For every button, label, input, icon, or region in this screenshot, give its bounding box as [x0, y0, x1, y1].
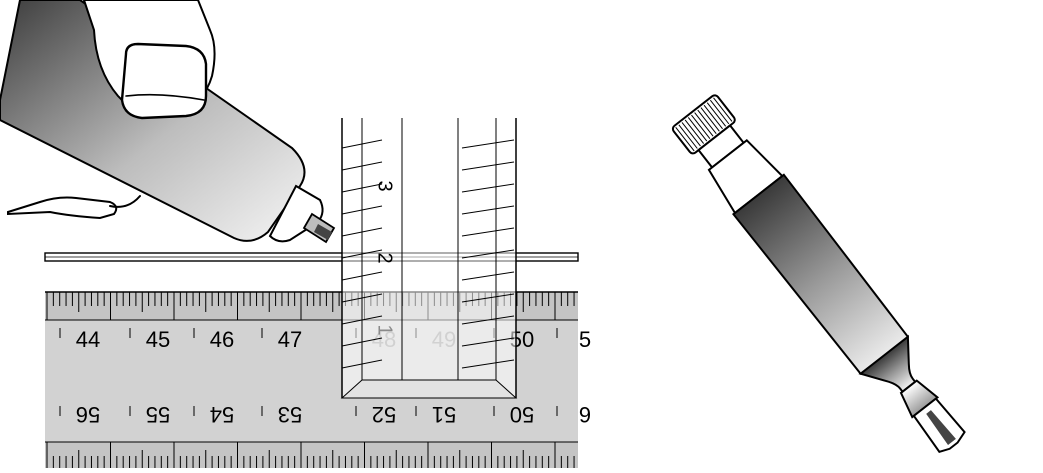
left-panel: 444546474849505565554535251506 321	[0, 0, 591, 468]
ruler-bottom-number: 54	[210, 402, 234, 427]
ruler-top-number: 47	[278, 327, 302, 352]
fingernail	[120, 42, 208, 120]
guide-ticks	[341, 139, 515, 369]
ruler-top-number: 46	[210, 327, 234, 352]
right-panel	[671, 94, 966, 453]
guide-left-hash	[341, 293, 383, 303]
knurl-line	[691, 114, 711, 139]
guide-right-hash	[461, 249, 515, 259]
ruler-bottom-number: 52	[372, 402, 396, 427]
ruler-bottom-number: 53	[278, 402, 302, 427]
knurl-line	[678, 124, 698, 149]
guide-number-text: 2	[374, 252, 396, 263]
ruler-bottom-number-text: 53	[278, 402, 302, 427]
ruler-bottom-number-text: 55	[146, 402, 170, 427]
ruler-bottom-number-text: 51	[432, 402, 456, 427]
guide-left-hash	[341, 227, 383, 237]
guide-bottom-bevel	[340, 379, 518, 399]
knurl-line	[694, 112, 714, 137]
guide-right-hash	[461, 227, 515, 237]
pen-barrel	[0, 0, 306, 242]
guide-right-hash	[461, 337, 515, 347]
guide-right-hash	[461, 359, 515, 369]
ruler-top-number: 5	[579, 327, 591, 352]
ruler-bottom-number-text: 50	[510, 402, 534, 427]
knurl-line	[709, 99, 730, 125]
guide-left-hash	[341, 315, 383, 325]
knurl-line	[675, 127, 695, 152]
guide-left-hash	[341, 161, 383, 171]
ruler-bottom-number: 51	[432, 402, 456, 427]
guide-right-hash	[461, 293, 515, 303]
knurl-line	[706, 102, 727, 127]
guide-right-hash	[461, 183, 515, 193]
ruler-bottom-strip	[45, 442, 578, 468]
pen-cap-knurl	[675, 97, 733, 152]
knurl-line	[700, 107, 720, 132]
guide-number-text: 3	[374, 180, 396, 191]
fingernail-edge	[125, 93, 205, 101]
pen-nib-holder	[899, 379, 940, 419]
guide-labels: 3 2 1	[374, 180, 396, 335]
ruler-bottom-number-text: 56	[76, 402, 100, 427]
knurl-line	[713, 97, 733, 122]
guide-left-hash	[341, 337, 383, 347]
ruler-bottom-number: 56	[76, 402, 100, 427]
guide-number: 2	[374, 252, 396, 263]
guide-right-hash	[461, 139, 515, 149]
guide-number: 3	[374, 180, 396, 191]
ruler-bottom-number-text: 52	[372, 402, 396, 427]
knurl-line	[697, 109, 717, 135]
guide-left-hash	[341, 183, 383, 193]
guide-number: 1	[374, 324, 396, 335]
pen-and-hand	[0, 0, 336, 244]
ruler-top-number: 44	[76, 327, 100, 352]
ruler-bottom-number: 55	[146, 402, 170, 427]
guide-body	[342, 118, 516, 398]
knurl-line	[684, 119, 705, 144]
thumb	[7, 196, 118, 220]
knurl-line	[681, 122, 701, 147]
guide-left-hash	[341, 249, 383, 259]
knurl-line	[703, 104, 723, 130]
ruler-bottom-number-text: 6	[579, 402, 591, 427]
ruler-bottom-number: 6	[579, 402, 591, 427]
guide-left-hash	[341, 139, 383, 149]
guide-left-hash	[341, 205, 383, 215]
ruler-bottom-number: 50	[510, 402, 534, 427]
ruler-top-number: 45	[146, 327, 170, 352]
guide-right-hash	[461, 205, 515, 215]
guide-left-hash	[341, 359, 383, 369]
guide-right-hash	[461, 161, 515, 171]
pen-nib-slot	[926, 410, 956, 446]
guide-right-hash	[461, 271, 515, 281]
vertical-guide: 3 2 1	[340, 118, 518, 399]
guide-right-hash	[461, 315, 515, 325]
thumb-knuckle	[109, 195, 141, 208]
guide-number-text: 1	[374, 324, 396, 335]
knurl-line	[687, 117, 708, 142]
pen-tip-shade	[314, 224, 332, 240]
ruler-bottom-number-text: 54	[210, 402, 234, 427]
guide-left-hash	[341, 271, 383, 281]
